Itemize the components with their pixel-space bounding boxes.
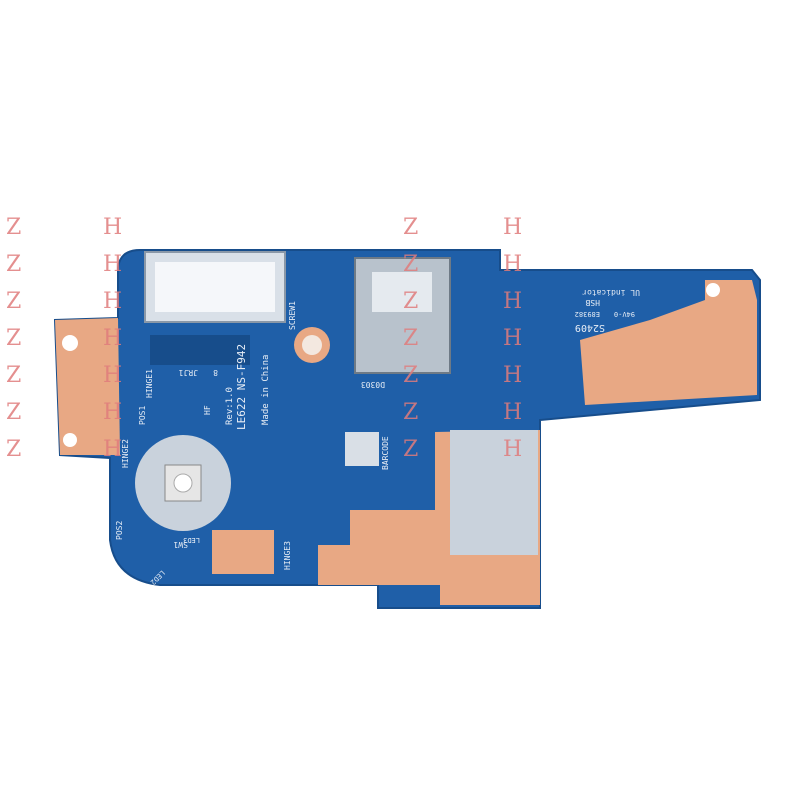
watermark-letter: Z xyxy=(403,215,419,240)
label-ul: UL indicator xyxy=(582,288,640,297)
barcode-patch xyxy=(345,432,379,466)
label-hinge1: HINGE1 xyxy=(145,369,154,398)
label-pos1: POS1 xyxy=(138,406,147,425)
watermark-letter: H xyxy=(103,400,123,425)
label-pos2: POS2 xyxy=(115,521,124,540)
watermark-letter: H xyxy=(103,289,123,314)
rj45-opening xyxy=(155,262,275,312)
watermark-letter: Z xyxy=(403,289,419,314)
shield-plate xyxy=(450,430,538,555)
watermark-letter: Z xyxy=(6,215,22,240)
label-sw: SW1 xyxy=(173,540,188,549)
label-hinge2: HINGE2 xyxy=(121,439,130,468)
switch-button xyxy=(173,473,193,493)
label-jrj-pin: 8 xyxy=(213,368,218,377)
board-origin: Made in China xyxy=(261,355,271,425)
label-d0303: D0303 xyxy=(361,380,385,389)
watermark-letter: H xyxy=(103,437,123,462)
copper-pad-right xyxy=(580,280,757,405)
watermark-letter: Z xyxy=(403,400,419,425)
watermark-letter: H xyxy=(103,215,123,240)
watermark-letter: Z xyxy=(6,289,22,314)
watermark-letter: H xyxy=(503,400,523,425)
watermark-letter: H xyxy=(103,252,123,277)
watermark-letter: Z xyxy=(6,252,22,277)
mount-hole-left xyxy=(62,335,78,351)
watermark-letter: Z xyxy=(6,363,22,388)
watermark-letter: H xyxy=(503,437,523,462)
screw-hole-inner xyxy=(302,335,322,355)
label-barcode: BARCODE xyxy=(381,436,390,470)
label-hsb: HSB xyxy=(585,298,600,307)
label-screw: SCREW1 xyxy=(288,301,297,330)
watermark-letter: H xyxy=(503,252,523,277)
watermark-letter: H xyxy=(503,363,523,388)
watermark-letter: Z xyxy=(6,437,22,462)
label-hf: HF xyxy=(203,405,212,415)
label-led3: LED3 xyxy=(183,536,200,544)
label-ul-code: E89382 xyxy=(575,310,600,318)
label-hinge3: HINGE3 xyxy=(283,541,292,570)
watermark-letter: Z xyxy=(403,326,419,351)
label-jrj: JRJ1 xyxy=(179,368,198,377)
watermark-letter: H xyxy=(103,363,123,388)
watermark-letter: Z xyxy=(403,363,419,388)
watermark-letter: Z xyxy=(6,400,22,425)
rj45-pins xyxy=(150,335,250,365)
watermark-letter: H xyxy=(503,326,523,351)
watermark-letter: H xyxy=(503,289,523,314)
label-date: S2409 xyxy=(575,322,605,333)
watermark-letter: Z xyxy=(403,437,419,462)
mount-hole-right xyxy=(706,283,720,297)
watermark-letter: Z xyxy=(403,252,419,277)
board-model: LE622 NS-F942 xyxy=(235,344,248,430)
copper-pad-left xyxy=(55,318,120,455)
watermark-letter: H xyxy=(503,215,523,240)
watermark-letter: Z xyxy=(6,326,22,351)
board-revision: Rev:1.0 xyxy=(225,387,235,425)
usb-tongue xyxy=(372,272,432,312)
label-rating: 94V-0 xyxy=(614,310,635,318)
watermark-letter: H xyxy=(103,326,123,351)
mount-hole-left-2 xyxy=(63,433,77,447)
copper-pad-small xyxy=(212,530,274,574)
